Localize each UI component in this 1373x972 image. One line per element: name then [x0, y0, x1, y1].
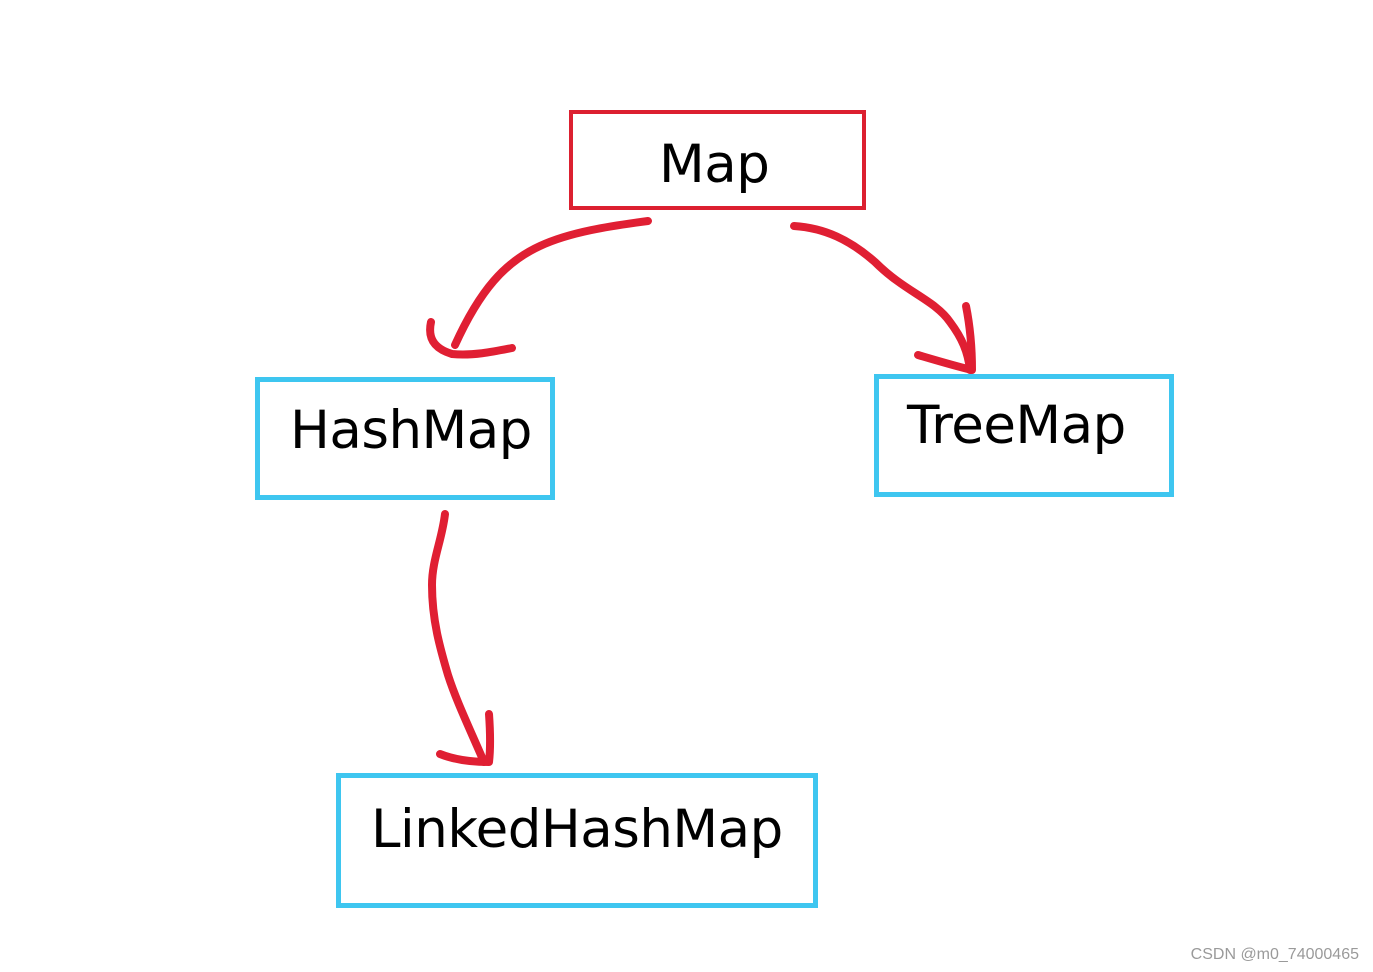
hashmap-label: HashMap — [290, 400, 532, 461]
edge-hashmap-to-linkedhashmap — [428, 510, 488, 766]
hashmap-node: HashMap — [255, 377, 555, 500]
map-label: Map — [659, 134, 770, 195]
treemap-label: TreeMap — [907, 395, 1126, 456]
edge-map-to-treemap — [790, 222, 974, 374]
watermark: CSDN @m0_74000465 — [1190, 946, 1359, 963]
edge-hashmap-to-linkedhashmap-arrowhead — [436, 710, 495, 766]
edge-map-to-hashmap-arrowhead — [426, 318, 516, 359]
edge-map-to-hashmap — [451, 217, 652, 349]
linkedhashmap-label: LinkedHashMap — [371, 799, 783, 860]
map-node: Map — [569, 110, 866, 210]
edge-map-to-treemap-arrowhead — [914, 302, 976, 374]
treemap-node: TreeMap — [874, 374, 1174, 497]
linkedhashmap-node: LinkedHashMap — [336, 773, 818, 908]
